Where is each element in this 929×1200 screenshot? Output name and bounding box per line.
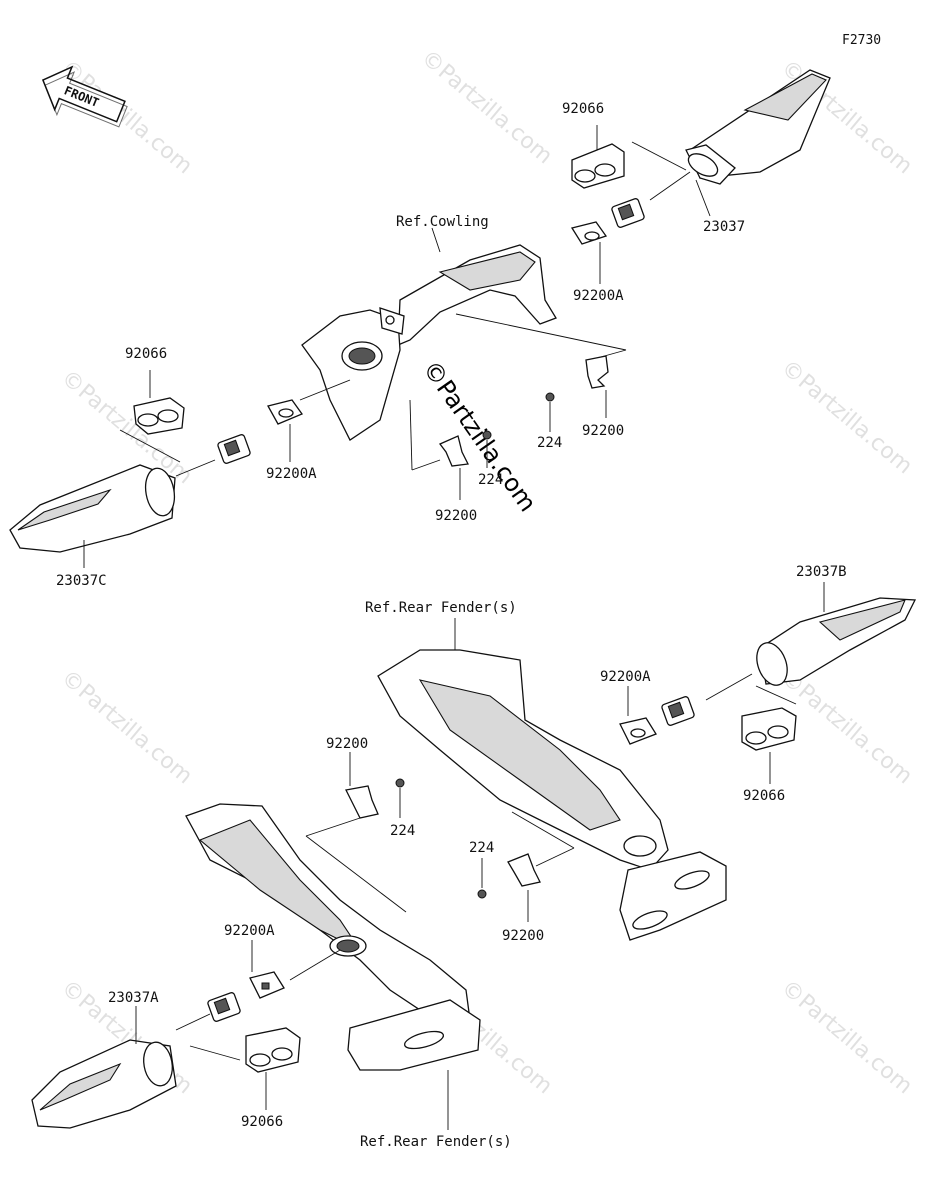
turn-signal-23037B xyxy=(661,597,917,726)
label-ref-rear-fender-top: Ref.Rear Fender(s) xyxy=(365,600,517,616)
clip-92200-lower-right xyxy=(507,853,541,887)
plate-92200A-left xyxy=(267,399,304,425)
clip-92200-right xyxy=(585,355,609,389)
plate-92200A-right xyxy=(619,717,657,745)
rubber-cover-92066-right xyxy=(741,707,797,751)
label-92200A-top: 92200A xyxy=(573,288,624,304)
label-23037: 23037 xyxy=(703,219,745,235)
label-92200-mid: 92200 xyxy=(435,508,477,524)
label-224-right: 224 xyxy=(537,435,562,451)
label-92200A-right: 92200A xyxy=(600,669,651,685)
label-92200-lower2: 92200 xyxy=(502,928,544,944)
watermark-main: ©Partzilla.com xyxy=(417,355,542,517)
label-23037B: 23037B xyxy=(796,564,847,580)
watermark-6: ©Partzilla.com xyxy=(56,665,197,789)
label-92066-right: 92066 xyxy=(743,788,785,804)
turn-signal-23037 xyxy=(611,69,831,228)
figure-id: F2730 xyxy=(842,33,881,48)
label-ref-cowling: Ref.Cowling xyxy=(396,214,489,230)
screw-224-mid xyxy=(482,430,492,440)
watermark-2: ©Partzilla.com xyxy=(416,45,557,169)
cowling-bracket xyxy=(301,244,557,441)
screw-224-right xyxy=(545,392,555,402)
label-92066-lower: 92066 xyxy=(241,1114,283,1130)
rear-fender-bracket-right xyxy=(377,649,727,941)
watermark-11: ©Partzilla.com xyxy=(776,975,917,1099)
watermark-1: ©Partzilla.com xyxy=(56,55,197,179)
label-92200A-lower: 92200A xyxy=(224,923,275,939)
label-224-lower2: 224 xyxy=(469,840,494,856)
screw-224-lower-right xyxy=(477,889,487,899)
label-23037A: 23037A xyxy=(108,990,159,1006)
clip-92200-mid xyxy=(438,435,469,467)
label-23037C: 23037C xyxy=(56,573,107,589)
rear-fender-bracket-left xyxy=(185,803,481,1071)
label-92200-right: 92200 xyxy=(582,423,624,439)
watermark-8: ©Partzilla.com xyxy=(776,665,917,789)
turn-signal-23037A xyxy=(31,992,241,1129)
label-224-lower: 224 xyxy=(390,823,415,839)
label-ref-rear-fender-bottom: Ref.Rear Fender(s) xyxy=(360,1134,512,1150)
rubber-cover-92066-left xyxy=(133,397,185,435)
screw-224-lower-left xyxy=(395,778,405,788)
plate-92200A-top xyxy=(570,221,608,245)
watermark-5: ©Partzilla.com xyxy=(776,355,917,479)
watermarks: ©Partzilla.com ©Partzilla.com ©Partzilla… xyxy=(56,45,917,1099)
label-224-mid: 224 xyxy=(478,472,503,488)
label-92066-top: 92066 xyxy=(562,101,604,117)
rubber-cover-92066-top xyxy=(571,143,625,189)
rubber-cover-92066-lower xyxy=(245,1027,301,1073)
label-92200-lower: 92200 xyxy=(326,736,368,752)
clip-92200-lower-left xyxy=(345,785,379,819)
plate-92200A-lower xyxy=(249,971,285,999)
label-92066-left: 92066 xyxy=(125,346,167,362)
label-92200A-left: 92200A xyxy=(266,466,317,482)
turn-signal-23037C xyxy=(9,434,251,553)
